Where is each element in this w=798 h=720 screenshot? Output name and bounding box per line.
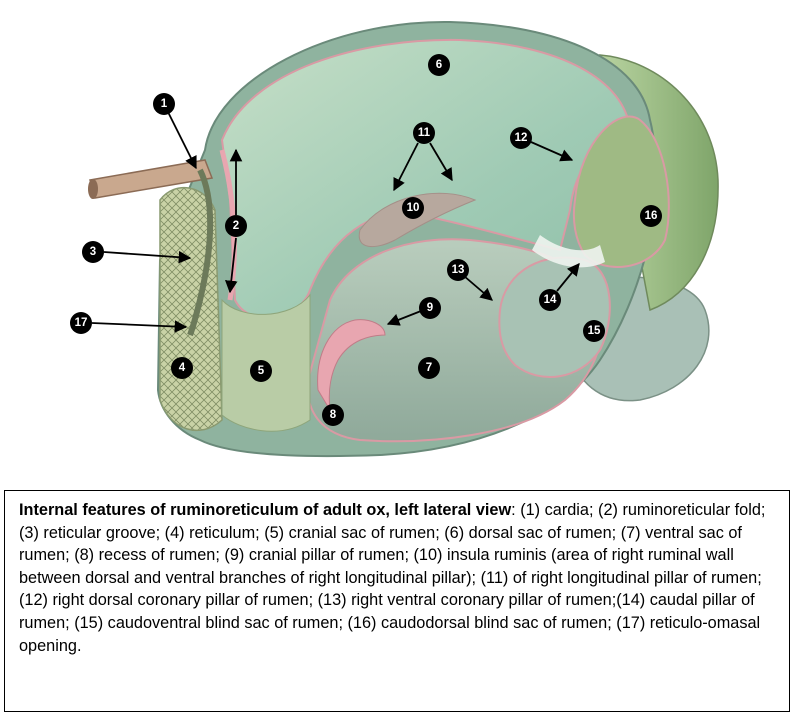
marker-11: 11 [413,122,435,144]
cranial-pillar [317,319,386,411]
svg-text:6: 6 [436,59,442,71]
svg-text:14: 14 [544,294,557,306]
marker-3: 3 [82,241,104,263]
marker-16: 16 [640,205,662,227]
marker-8: 8 [322,404,344,426]
svg-text:4: 4 [179,362,186,374]
insula-ruminis [358,192,477,248]
svg-text:2: 2 [233,220,239,232]
caption-box: Internal features of ruminoreticulum of … [4,490,790,712]
svg-text:5: 5 [258,365,265,377]
marker-12: 12 [510,127,532,149]
svg-text:15: 15 [588,325,601,337]
svg-text:9: 9 [427,302,433,314]
caption-title: Internal features of ruminoreticulum of … [19,501,512,519]
marker-13: 13 [447,259,469,281]
marker-6: 6 [428,54,450,76]
svg-text:10: 10 [407,202,420,214]
reticular-groove [187,168,214,337]
svg-text:8: 8 [330,409,337,421]
marker-2: 2 [225,215,247,237]
svg-text:17: 17 [75,317,88,329]
svg-text:11: 11 [418,127,431,139]
ruminoreticulum-illustration: 1 2 3 4 5 6 7 8 9 10 11 12 13 14 15 16 1… [70,20,719,458]
esophagus-opening [88,179,98,199]
marker-4: 4 [171,357,193,379]
svg-text:7: 7 [426,362,432,374]
marker-9: 9 [419,297,441,319]
marker-10: 10 [402,197,424,219]
svg-text:12: 12 [515,132,528,144]
svg-text:13: 13 [452,264,465,276]
dorsal-sac [220,38,632,319]
marker-14: 14 [539,289,561,311]
marker-15: 15 [583,320,605,342]
caudoventral-blind-sac [498,256,611,378]
svg-text:3: 3 [90,246,96,258]
svg-text:16: 16 [645,210,658,222]
marker-7: 7 [418,357,440,379]
marker-1: 1 [153,93,175,115]
marker-5: 5 [250,360,272,382]
leader-arrows [91,111,580,333]
caudal-pillar [532,235,605,268]
caption-text: : (1) cardia; (2) ruminoreticular fold; … [19,501,766,655]
marker-17: 17 [70,312,92,334]
svg-text:1: 1 [161,98,168,110]
